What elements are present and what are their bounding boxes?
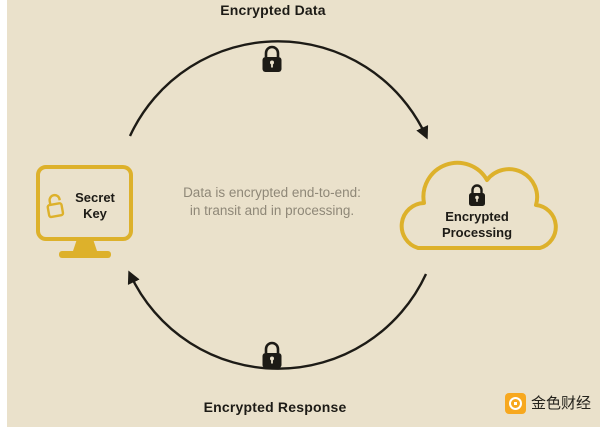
monitor-icon	[36, 165, 133, 258]
encrypted-processing-line1: Encrypted	[445, 209, 509, 224]
lock-icon-bottom	[262, 341, 282, 368]
left-edge-strip	[0, 0, 7, 427]
center-caption-line1: Data is encrypted end-to-end:	[183, 185, 361, 200]
secret-key-line1: Secret	[75, 190, 115, 205]
coin-icon	[508, 397, 522, 410]
lock-icon-top	[262, 45, 282, 72]
flow-arcs	[127, 40, 429, 370]
center-caption: Data is encrypted end-to-end: in transit…	[132, 184, 412, 220]
watermark: 金色财经	[504, 393, 591, 414]
top-label: Encrypted Data	[220, 2, 326, 18]
arrow-bottom-arc-icon	[127, 270, 428, 370]
secret-key-line2: Key	[83, 206, 107, 221]
arrow-top-arc-icon	[128, 40, 429, 140]
lock-icon-cloud	[469, 184, 485, 206]
encrypted-processing-label: Encrypted Processing	[417, 209, 537, 241]
watermark-logo-icon	[504, 393, 526, 414]
cloud-icon	[399, 160, 558, 250]
unlock-icon	[46, 193, 65, 219]
center-caption-line2: in transit and in processing.	[189, 203, 355, 218]
secret-key-label: Secret Key	[66, 190, 124, 222]
bottom-label: Encrypted Response	[203, 399, 347, 415]
encrypted-processing-line2: Processing	[441, 225, 513, 240]
watermark-text: 金色财经	[530, 395, 591, 412]
